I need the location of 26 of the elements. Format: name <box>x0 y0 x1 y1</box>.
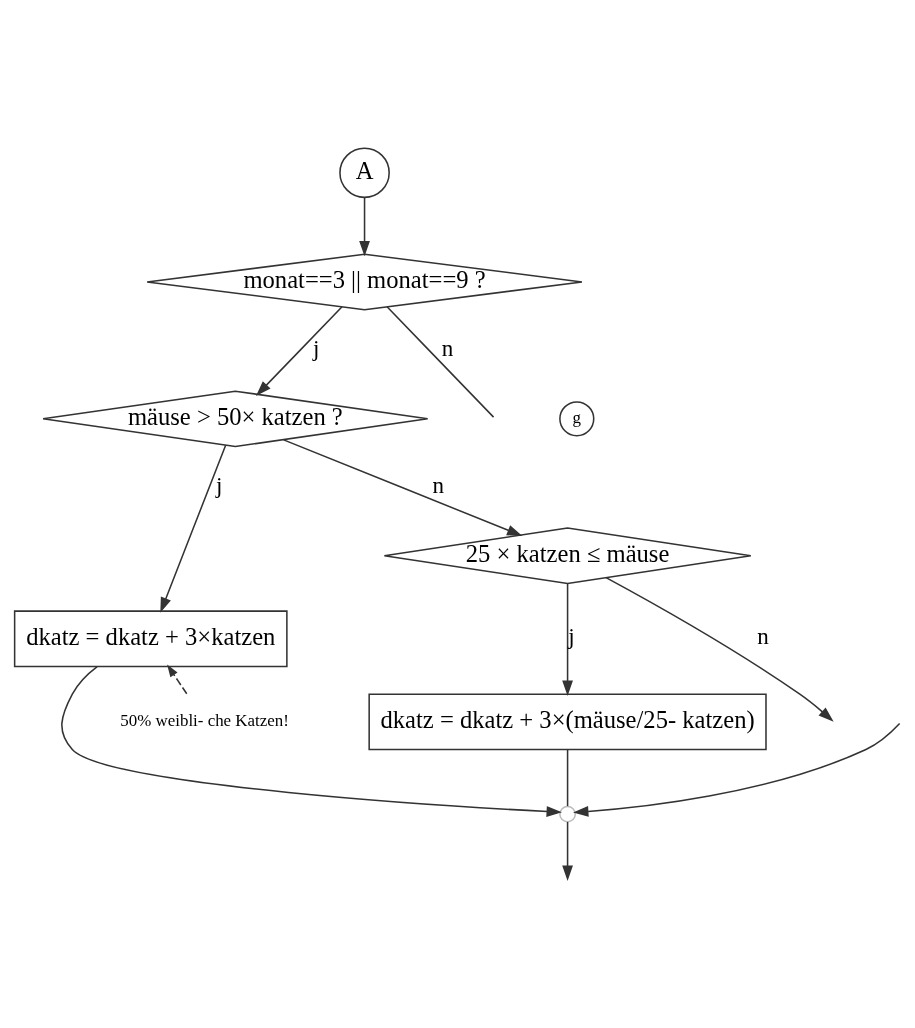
arrow <box>359 197 370 257</box>
node-circle: g <box>559 401 595 437</box>
arrow <box>255 306 343 396</box>
edge-label: j <box>312 334 320 361</box>
node-circle: A <box>339 147 390 199</box>
node-box: dkatz = dkatz + 3×katzen <box>13 610 288 668</box>
arrow <box>573 722 901 817</box>
arrow <box>605 576 834 722</box>
arrow <box>61 665 562 817</box>
arrow <box>562 582 573 696</box>
node-box: dkatz = dkatz + 3×(mäuse/25- katzen) <box>368 693 767 751</box>
edge-label: j <box>215 471 223 498</box>
node-text: 50% weibli- che Katzen! <box>120 711 289 731</box>
edge-label: n <box>441 334 454 361</box>
arrow <box>160 444 227 613</box>
edge-label: n <box>432 471 445 498</box>
arrow <box>167 664 188 695</box>
edge-label: j <box>568 623 575 650</box>
node-diamond: mäuse > 50× katzen ? <box>42 390 429 448</box>
arrow <box>282 439 523 537</box>
node-diamond: monat==3 || monat==9 ? <box>146 253 583 311</box>
connector <box>566 748 569 807</box>
edge-label: n <box>757 623 769 650</box>
node-point <box>559 805 577 823</box>
arrow <box>562 821 573 881</box>
connector <box>386 306 495 418</box>
